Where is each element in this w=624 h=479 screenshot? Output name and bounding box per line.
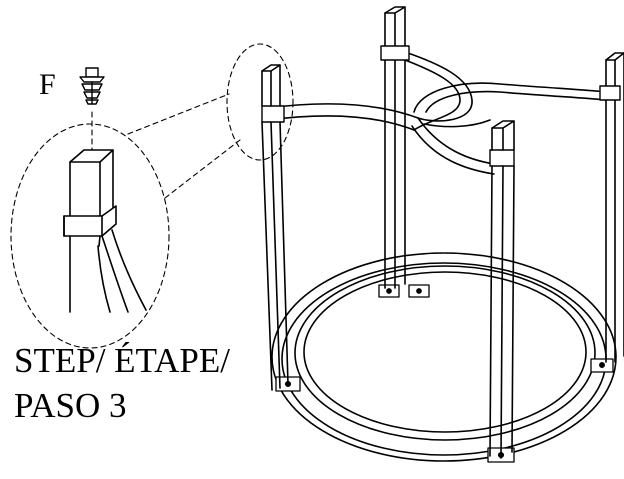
end-cap-icon [79, 67, 105, 105]
leg-front-left [261, 64, 289, 391]
step-title: STEP/ ÉTAPE/ PASO 3 [14, 338, 230, 428]
base-ring-inner [294, 265, 596, 441]
leg-back-right [605, 52, 624, 363]
table-frame [261, 6, 624, 463]
detail-callout [10, 43, 294, 349]
step-title-line-2: PASO 3 [14, 386, 127, 425]
callout-connector-top [127, 93, 230, 135]
rail-clips [261, 45, 621, 167]
zoom-circle [10, 123, 170, 349]
leg-front-center [489, 120, 515, 459]
base-ring-inner-2 [303, 271, 587, 433]
base-ring-outer-2 [281, 262, 607, 456]
part-label-f: F [39, 68, 56, 101]
source-circle [226, 43, 294, 161]
base-ring-outer [271, 252, 617, 462]
step-title-line-1: STEP/ ÉTAPE/ [14, 341, 230, 380]
top-rails [267, 51, 607, 175]
zoomed-leg-detail [63, 149, 147, 313]
base-plates [275, 284, 614, 463]
callout-connector-bottom [164, 139, 241, 199]
